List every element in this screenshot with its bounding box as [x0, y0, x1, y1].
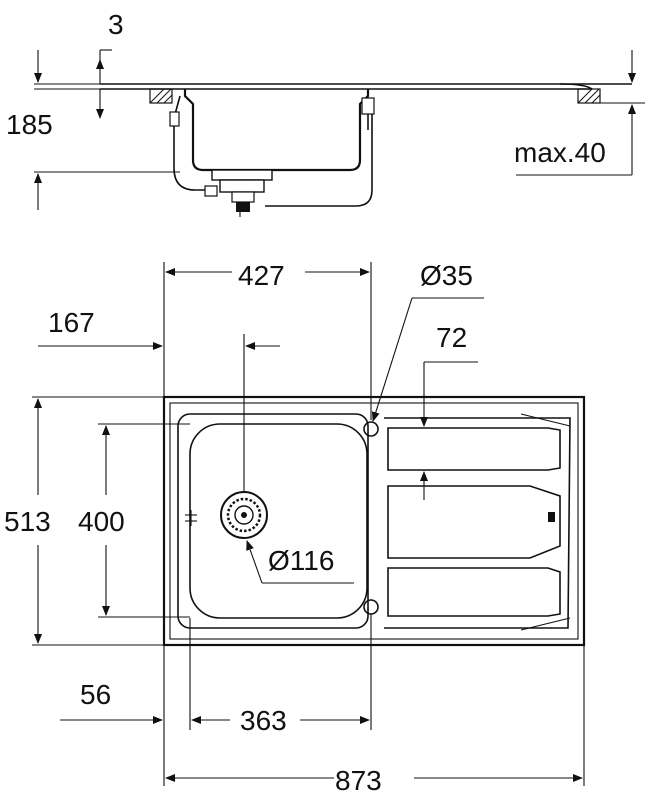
countertop-block-left: [149, 88, 173, 104]
top-depth-label: 185: [6, 109, 53, 140]
dimension-bowl-width: 427: [163, 260, 372, 420]
waste-drain-icon: [220, 491, 268, 539]
dimension-left-offset: 167: [38, 307, 280, 492]
drainer-rib-3: [387, 567, 561, 617]
dimension-bowl-left: 56: [60, 618, 230, 786]
waste-pipe: [265, 114, 373, 207]
bowl-outer: [177, 413, 369, 629]
overflow-pipe: [173, 95, 212, 191]
countertop-block-right: [577, 88, 601, 104]
dimension-waste: Ø116: [246, 540, 354, 584]
bowl-profile: [183, 89, 370, 172]
tap-hole-bottom: [363, 599, 379, 615]
dimension-overall-width: 873: [165, 645, 585, 796]
left-offset-label: 167: [48, 307, 95, 338]
overall-width-label: 873: [335, 765, 382, 796]
sink-outline: [162, 395, 586, 647]
top-thickness-label: 3: [108, 9, 124, 40]
dimension-bowl-depth: 400: [78, 423, 190, 618]
bowl-width-label: 427: [238, 260, 285, 291]
drainer-outline: [384, 417, 571, 629]
waste-assembly: [204, 169, 273, 217]
dimension-tap-hole: Ø35: [371, 260, 484, 422]
side-section-view: 3 185 max.40: [6, 9, 645, 217]
overflow-connector: [169, 111, 180, 127]
overall-depth-label: 513: [4, 506, 51, 537]
plan-view: 427 Ø35 167 72 513: [4, 260, 586, 796]
bowl-inner-label: 363: [240, 705, 287, 736]
waste-label: Ø116: [268, 545, 334, 576]
drainer-mark: [548, 512, 555, 522]
tap-hole-label: Ø35: [420, 260, 473, 291]
bowl-depth-label: 400: [78, 506, 125, 537]
dimension-overall-depth: 513: [4, 396, 164, 646]
drain-rib-label: 72: [436, 322, 467, 353]
dimension-drain-rib: 72: [420, 322, 478, 500]
max-counter-label: max.40: [514, 137, 606, 168]
rim-edge: [559, 83, 593, 90]
dimension-top-thickness: 3: [34, 9, 124, 119]
tap-connector: [361, 97, 375, 115]
drainer-rib-2: [387, 485, 561, 559]
tap-hole-top: [363, 421, 379, 437]
dimension-top-depth: 185: [6, 50, 180, 210]
bowl-left-label: 56: [80, 679, 111, 710]
dimension-bowl-inner: 363: [240, 614, 372, 736]
bowl-inner: [189, 423, 368, 619]
sink-rim-inner: [169, 402, 579, 640]
drainer-rib-1: [387, 427, 561, 471]
drainer-board: [384, 413, 571, 631]
dimension-max-counter: max.40: [514, 50, 645, 176]
